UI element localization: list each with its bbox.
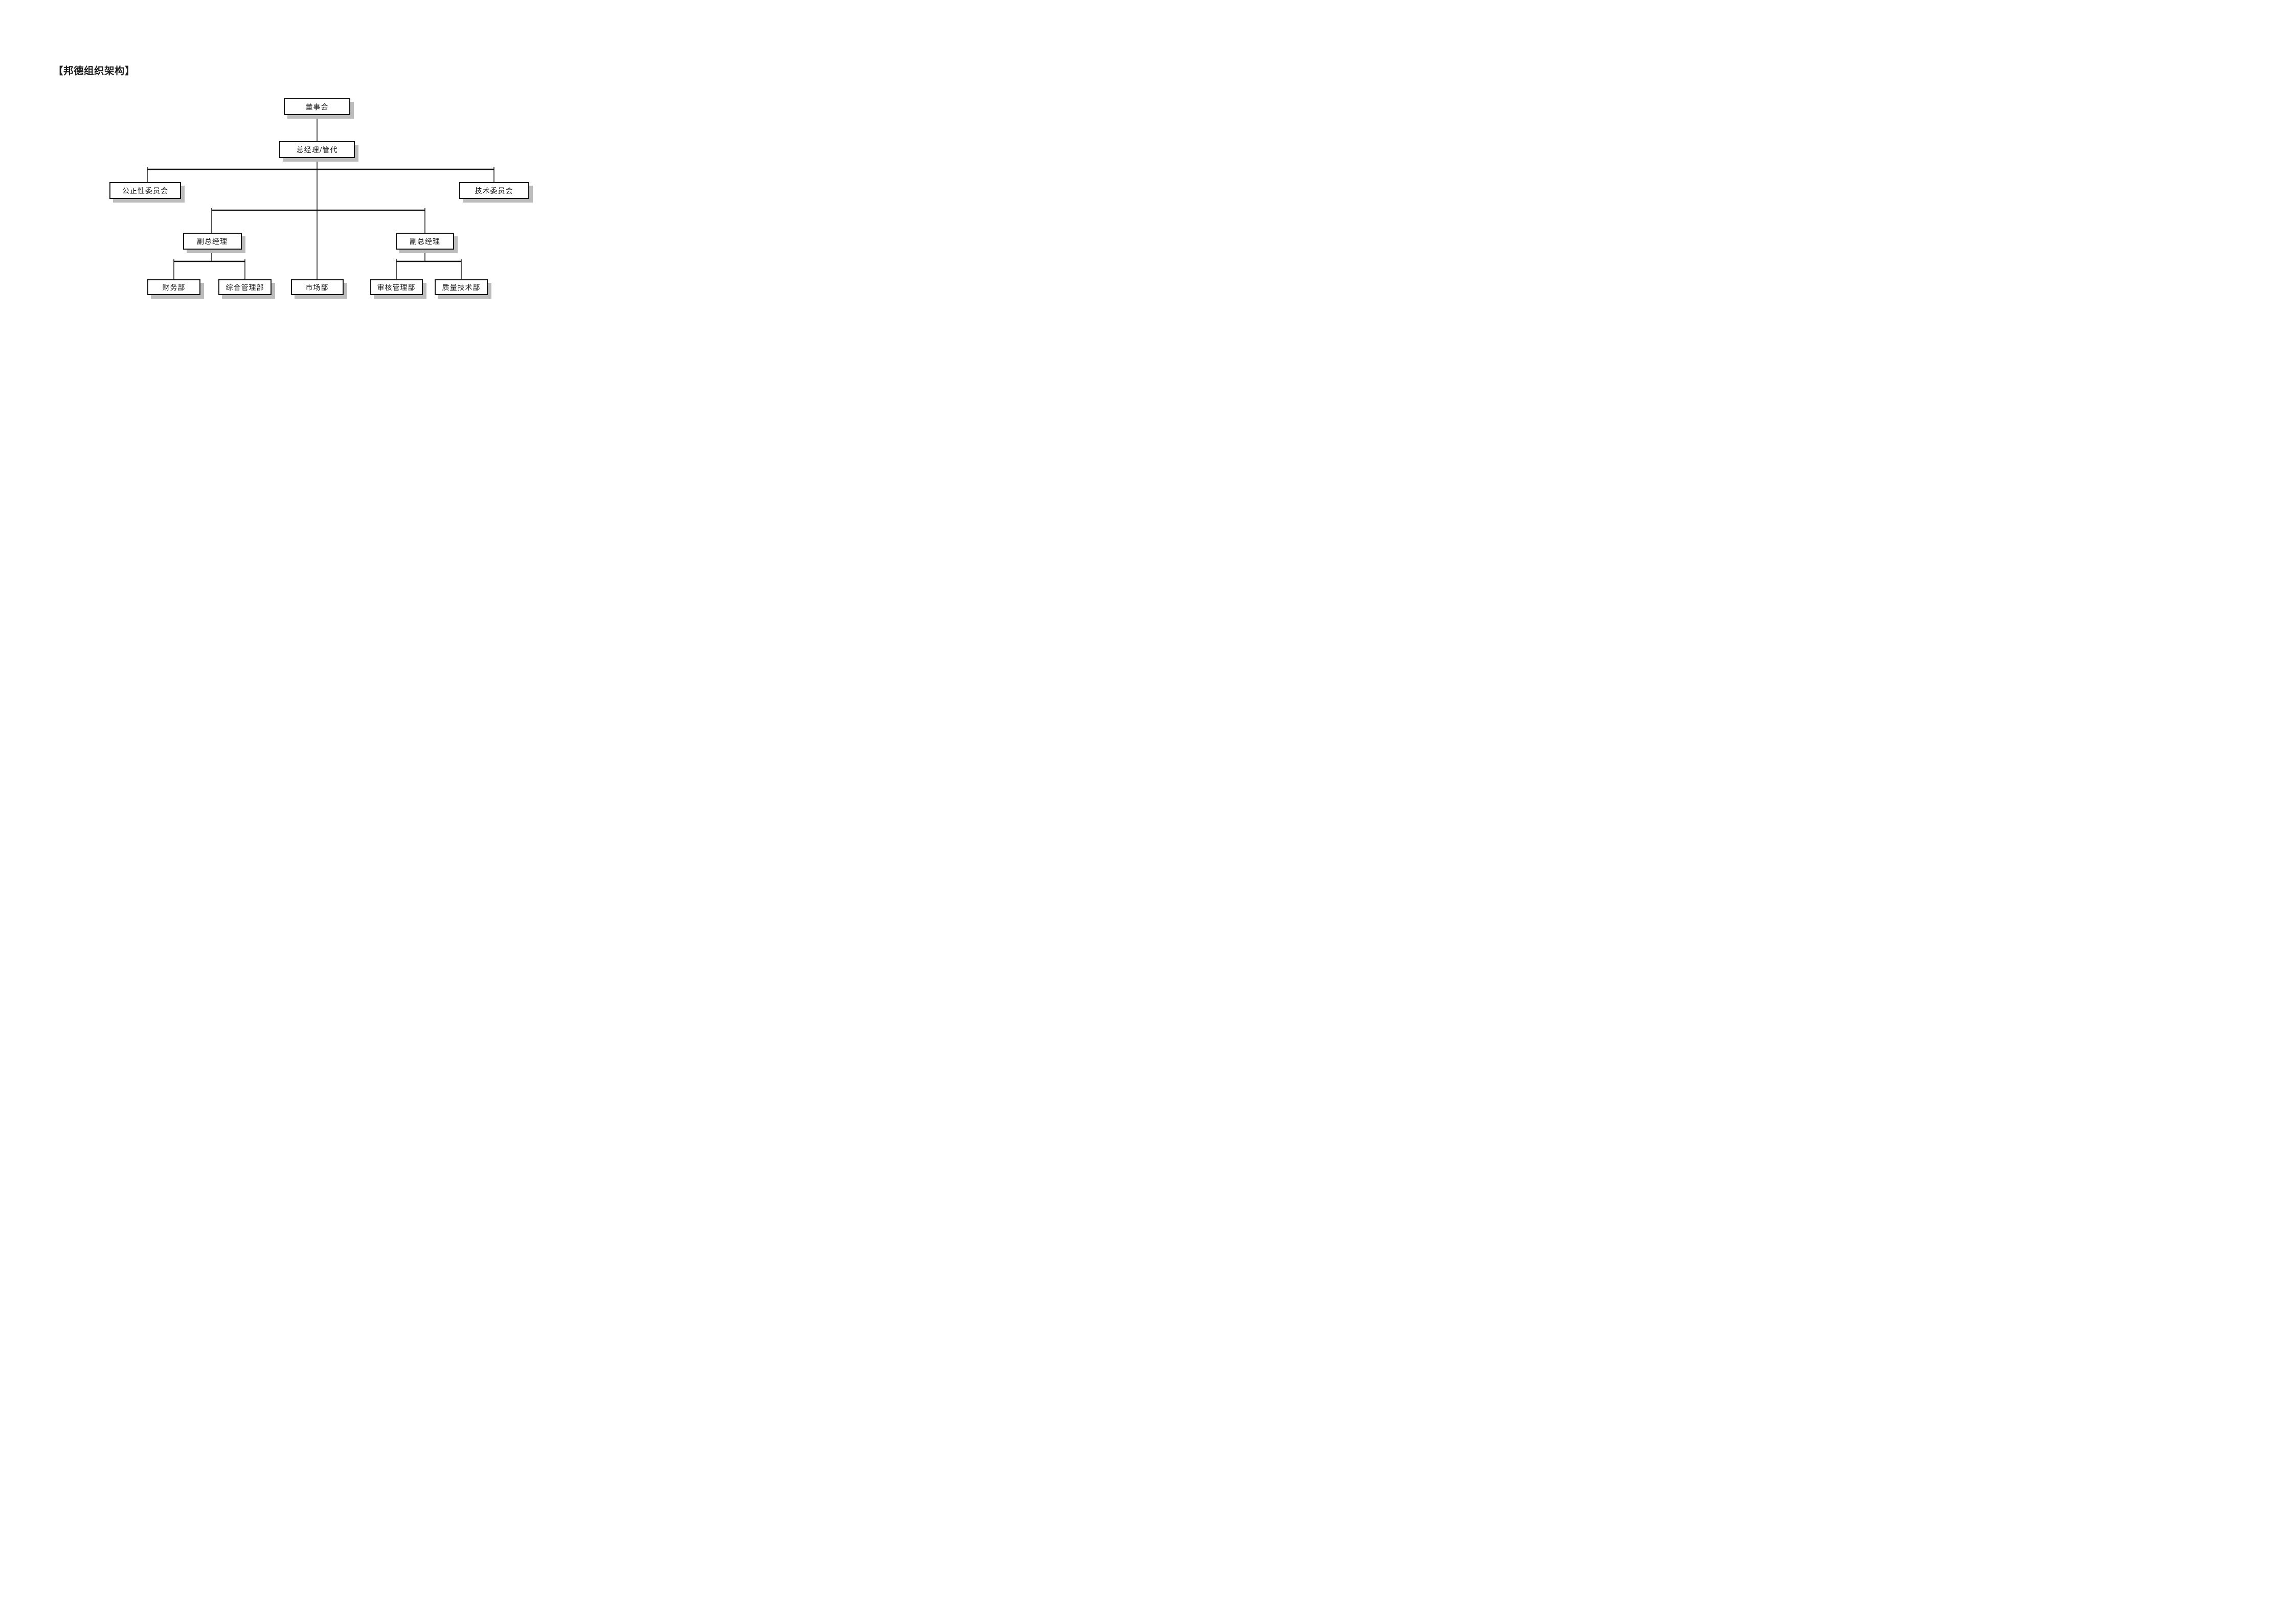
document-page: 【邦德组织架构】 董事会总经理/管代公正性委员会 技术委员会副总经理 副总经理财务部… bbox=[0, 0, 574, 406]
org-node-label: 副总经理 bbox=[410, 237, 440, 246]
org-node-marketing: 市场部 bbox=[290, 279, 344, 295]
org-node-label: 副总经理 bbox=[197, 237, 228, 246]
org-chart: 董事会总经理/管代公正性委员会 技术委员会副总经理 副总经理财务部 综合管理部 市场部 审… bbox=[0, 0, 574, 406]
org-node-label: 审核管理部 bbox=[377, 283, 416, 292]
org-node-dgm-left: 副总经理 bbox=[183, 233, 242, 250]
org-node-label: 公正性委员会 bbox=[122, 187, 168, 195]
page-title: 【邦德组织架构】 bbox=[53, 65, 136, 77]
org-node-general-mgmt: 综合管理部 bbox=[218, 279, 272, 295]
org-node-label: 总经理/管代 bbox=[296, 146, 338, 154]
org-node-impartiality: 公正性委员会 bbox=[109, 182, 181, 199]
org-node-dgm-right: 副总经理 bbox=[396, 233, 454, 250]
org-node-board: 董事会 bbox=[284, 98, 350, 115]
org-node-quality-tech: 质量技术部 bbox=[435, 279, 488, 295]
org-node-audit-mgmt: 审核管理部 bbox=[370, 279, 423, 295]
org-node-label: 综合管理部 bbox=[226, 283, 264, 292]
connector-lines-layer bbox=[147, 115, 494, 279]
org-node-label: 董事会 bbox=[305, 103, 329, 112]
org-node-finance: 财务部 bbox=[147, 279, 200, 295]
org-node-gm: 总经理/管代 bbox=[279, 141, 355, 158]
org-node-label: 技术委员会 bbox=[475, 187, 513, 195]
org-node-label: 质量技术部 bbox=[442, 283, 481, 292]
org-node-technical: 技术委员会 bbox=[459, 182, 529, 199]
org-node-label: 市场部 bbox=[305, 283, 329, 292]
org-node-label: 财务部 bbox=[162, 283, 186, 292]
